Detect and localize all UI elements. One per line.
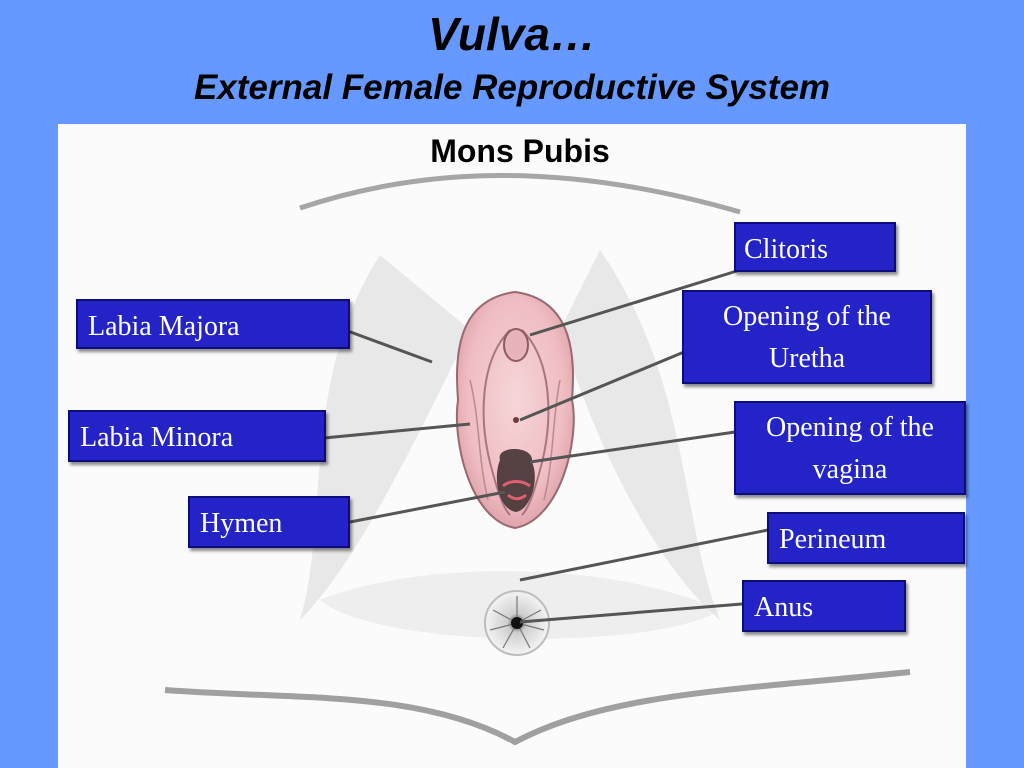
label-hymen-text: Hymen [200,508,283,539]
label-urethra: Opening of the Uretha [682,290,932,384]
leader-perineum [519,528,769,582]
leader-urethra [519,350,685,422]
slide-title: Vulva… [428,8,596,60]
label-perineum: Perineum [767,512,965,564]
label-perineum-text: Perineum [779,524,887,555]
labia-majora-shape [455,290,575,530]
leader-hymen [349,490,506,524]
label-clitoris: Clitoris [734,222,896,272]
right-groin-shading [560,250,720,620]
label-labia-minora: Labia Minora [68,410,326,462]
inner-fold-lines [469,379,561,501]
label-urethra-line1: Opening of the [723,301,891,332]
hymen-shape [502,480,531,501]
leader-labia-majora [344,328,433,364]
label-hymen: Hymen [188,496,350,548]
slide-subtitle: External Female Reproductive System [193,68,831,107]
slide-title-block: Vulva… External Female Reproductive Syst… [0,0,1024,122]
leader-anus [519,602,743,624]
label-labia-majora-text: Labia Majora [88,311,240,342]
leader-lines [323,268,769,624]
label-urethra-line2: Uretha [768,343,846,374]
urethra-point [513,417,519,423]
label-vagina-line2: vagina [812,454,888,485]
labia-minora-left-fold [482,329,511,516]
buttock-contour [164,669,911,746]
label-anus: Anus [742,580,906,632]
leader-vagina [529,430,736,464]
label-labia-majora: Labia Majora [76,299,350,349]
mons-contour [299,173,741,215]
label-vagina: Opening of the vagina [734,401,966,495]
leader-clitoris [529,268,741,337]
leader-labia-minora [323,422,471,440]
clitoris-shape [503,328,529,362]
labia-minora-right-fold [521,329,550,516]
label-labia-minora-text: Labia Minora [80,422,234,453]
mons-pubis-heading: Mons Pubis [430,133,610,169]
label-clitoris-text: Clitoris [744,234,829,265]
label-anus-text: Anus [754,592,814,623]
label-vagina-line1: Opening of the [766,412,934,443]
